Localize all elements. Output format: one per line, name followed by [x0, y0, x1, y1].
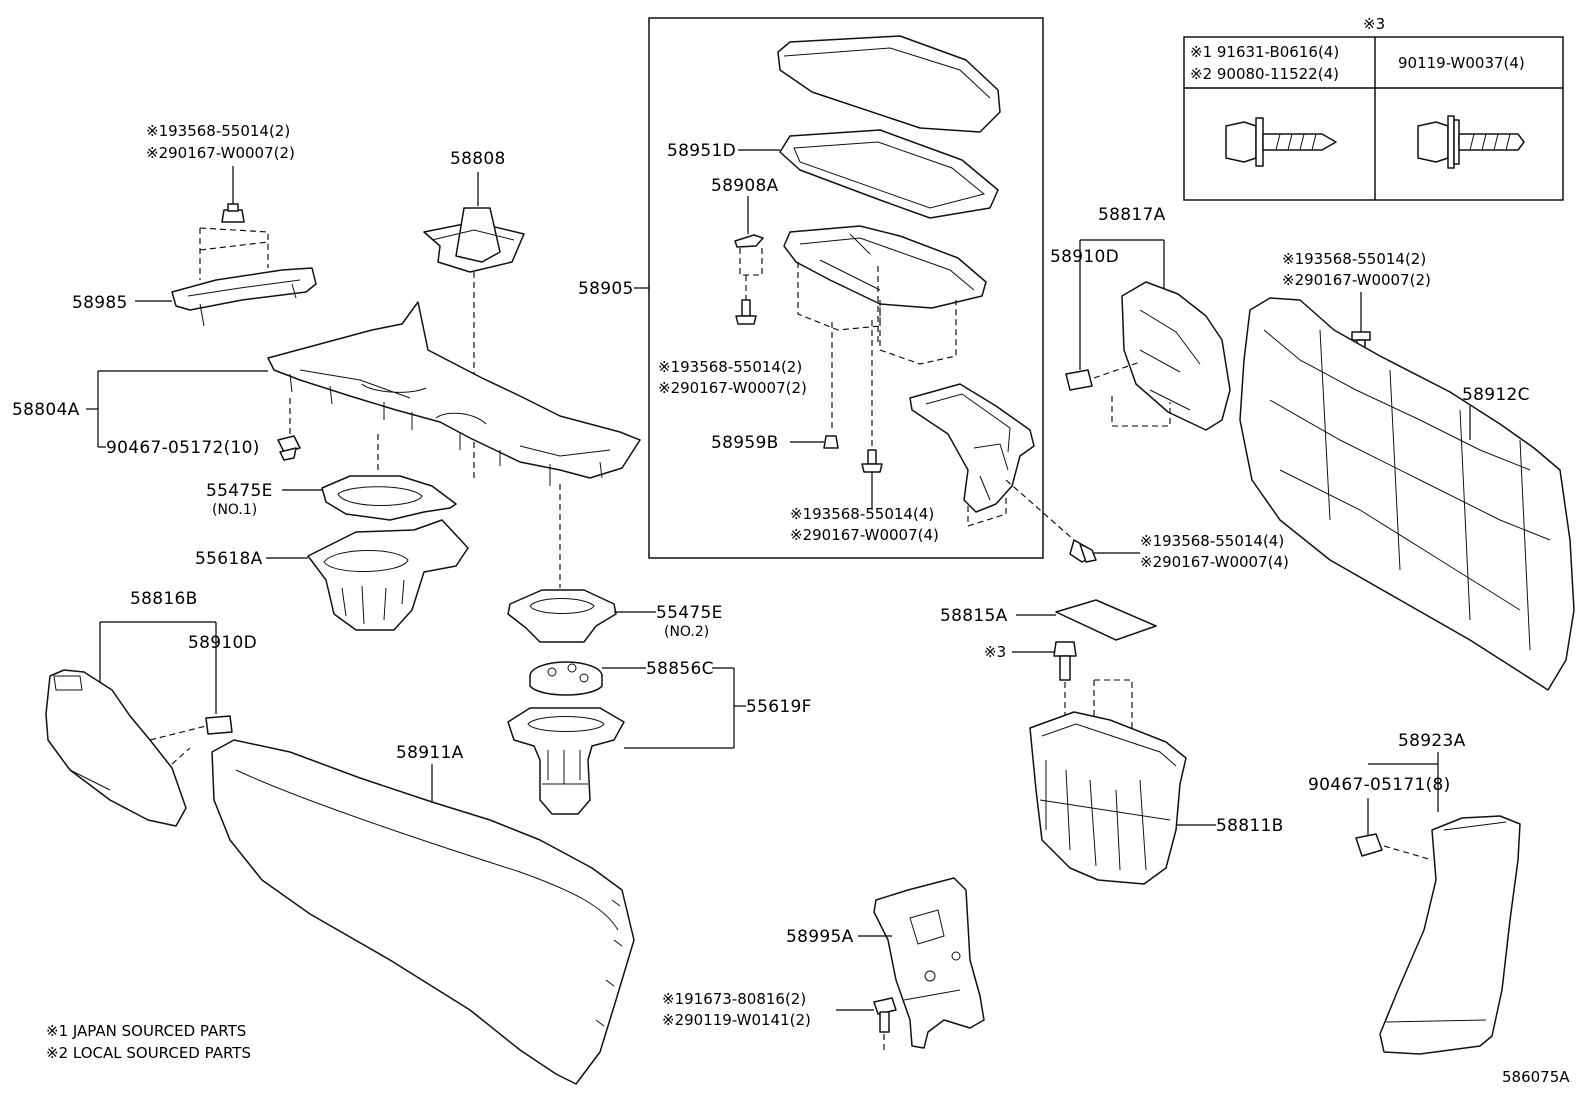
console-lid-outer — [777, 35, 1001, 133]
label-58908A-bolt1: ※193568-55014(2) — [658, 358, 802, 376]
label-58910D-left: 58910D — [188, 633, 257, 653]
label-right-bolt2: ※290167-W0007(4) — [1140, 553, 1289, 571]
shift-boot — [423, 207, 525, 273]
label-55475E-no2: 55475E — [656, 603, 723, 623]
label-58985-bolt2: ※290167-W0007(2) — [146, 144, 295, 162]
label-58811B: 58811B — [1216, 816, 1284, 836]
right-large-panel — [1239, 297, 1575, 691]
console-bracket-58985 — [171, 267, 317, 311]
bracket-screw-right — [1069, 539, 1097, 563]
document-id: 586075A — [1502, 1068, 1570, 1086]
bracket-bolt-58995A — [873, 997, 897, 1033]
console-box-58811B — [1029, 711, 1187, 885]
note-japan-sourced: ※1 JAPAN SOURCED PARTS — [46, 1022, 246, 1040]
lower-side-panel — [211, 739, 635, 1085]
label-58911A: 58911A — [396, 743, 464, 763]
panel-clip — [277, 435, 301, 461]
cup-holder-55619F — [507, 707, 625, 815]
label-right-bolt1: ※193568-55014(4) — [1140, 532, 1284, 550]
label-58985: 58985 — [72, 293, 128, 313]
left-side-panel — [45, 669, 187, 827]
lower-bracket-58995A — [873, 877, 985, 1049]
flange-bolt-drawing — [1225, 117, 1337, 167]
label-58808: 58808 — [450, 149, 506, 169]
label-58912C-bolt2: ※290167-W0007(2) — [1282, 271, 1431, 289]
label-58804A: 58804A — [12, 400, 80, 420]
label-58856C: 58856C — [646, 659, 714, 679]
label-58905: 58905 — [578, 279, 634, 299]
label-58912C: 58912C — [1462, 385, 1530, 405]
label-mark3: ※3 — [984, 643, 1006, 661]
label-box-bolt2: ※290167-W0007(4) — [790, 526, 939, 544]
right-upper-panel — [1121, 281, 1231, 431]
cup-holder-ring-no1 — [321, 475, 457, 521]
label-58985-bolt1: ※193568-55014(2) — [146, 122, 290, 140]
label-58995A-bolt1: ※191673-80816(2) — [662, 990, 806, 1008]
label-58951D: 58951D — [667, 141, 736, 161]
clip-58910D-right — [1065, 369, 1093, 391]
fastener-table-col1-line1: ※1 91631-B0616(4) — [1190, 43, 1339, 61]
fastener-table: ※3 ※1 91631-B0616(4) ※2 90080-11522(4) 9… — [1183, 15, 1564, 201]
console-box-bracket — [909, 383, 1035, 513]
note-local-sourced: ※2 LOCAL SOURCED PARTS — [46, 1044, 251, 1062]
washer-bolt-drawing — [1417, 115, 1525, 169]
label-58908A: 58908A — [711, 176, 779, 196]
fastener-table-col2: 90119-W0037(4) — [1398, 54, 1525, 72]
cup-holder-55618A — [307, 519, 469, 631]
label-box-bolt1: ※193568-55014(4) — [790, 505, 934, 523]
label-58995A-bolt2: ※290119-W0141(2) — [662, 1011, 811, 1029]
label-58923A: 58923A — [1398, 731, 1466, 751]
lid-hinge-bracket — [734, 234, 764, 248]
upper-console-panel — [267, 301, 641, 486]
label-90467-05171: 90467-05171(8) — [1308, 775, 1451, 795]
rear-end-cover — [1379, 815, 1521, 1055]
tray-bolt-mark3 — [1053, 641, 1077, 681]
label-90467-05172: 90467-05172(10) — [106, 438, 260, 458]
label-58910D-right: 58910D — [1050, 247, 1119, 267]
lid-screw — [735, 299, 757, 325]
label-58908A-bolt2: ※290167-W0007(2) — [658, 379, 807, 397]
label-55619F: 55619F — [746, 697, 812, 717]
label-58815A: 58815A — [940, 606, 1008, 626]
box-screw — [861, 449, 883, 510]
label-55618A: 55618A — [195, 549, 263, 569]
label-58912C-bolt1: ※193568-55014(2) — [1282, 250, 1426, 268]
label-55475E-no1-sub: (NO.1) — [212, 502, 257, 518]
label-55475E-no1: 55475E — [206, 481, 273, 501]
fastener-table-mark: ※3 — [1363, 15, 1385, 33]
clip-58910D-left — [205, 715, 233, 735]
lid-cushion-clip — [823, 435, 839, 449]
cup-holder-ring-no2 — [507, 589, 617, 643]
clip-90467-05171 — [1355, 833, 1383, 857]
top-bolt-58985 — [221, 203, 245, 223]
label-58817A: 58817A — [1098, 205, 1166, 225]
console-box-base — [783, 225, 987, 309]
label-58995A: 58995A — [786, 927, 854, 947]
cup-holder-mat — [529, 661, 603, 696]
label-58816B: 58816B — [130, 589, 198, 609]
fastener-table-col1-line2: ※2 90080-11522(4) — [1190, 65, 1339, 83]
label-58959B: 58959B — [711, 433, 779, 453]
console-lid-inner — [779, 129, 999, 219]
tray-mat-58815A — [1055, 599, 1157, 641]
label-55475E-no2-sub: (NO.2) — [664, 624, 709, 640]
